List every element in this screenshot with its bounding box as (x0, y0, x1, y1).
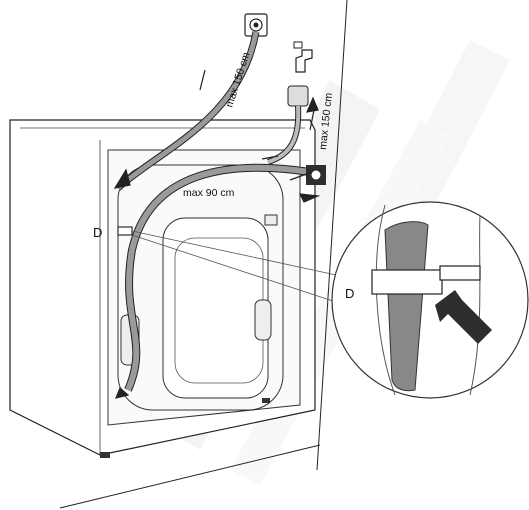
floor-line (59, 444, 321, 509)
wall-corner-line (316, 0, 348, 471)
hose-clip-detail (371, 269, 443, 295)
label-hose-length: max 90 cm (183, 187, 235, 199)
wall-drain-outlet (244, 13, 268, 37)
inlet-hose (266, 105, 302, 165)
label-clip-d-detail: D (345, 286, 354, 301)
dimension-arrows (113, 69, 321, 399)
callout-line (131, 234, 346, 306)
callout-line (131, 230, 351, 279)
washing-machine (9, 119, 316, 458)
hose-clip (117, 226, 133, 236)
label-clip-d: D (93, 225, 102, 240)
machine-back-cover (117, 164, 284, 411)
detail-magnifier (331, 201, 529, 399)
water-tap-icon (287, 41, 313, 107)
label-inlet-height: max 150 cm (317, 92, 335, 150)
drain-hose (115, 31, 311, 392)
push-arrow-icon (435, 290, 492, 344)
label-drain-height: max 150 cm (223, 51, 252, 109)
